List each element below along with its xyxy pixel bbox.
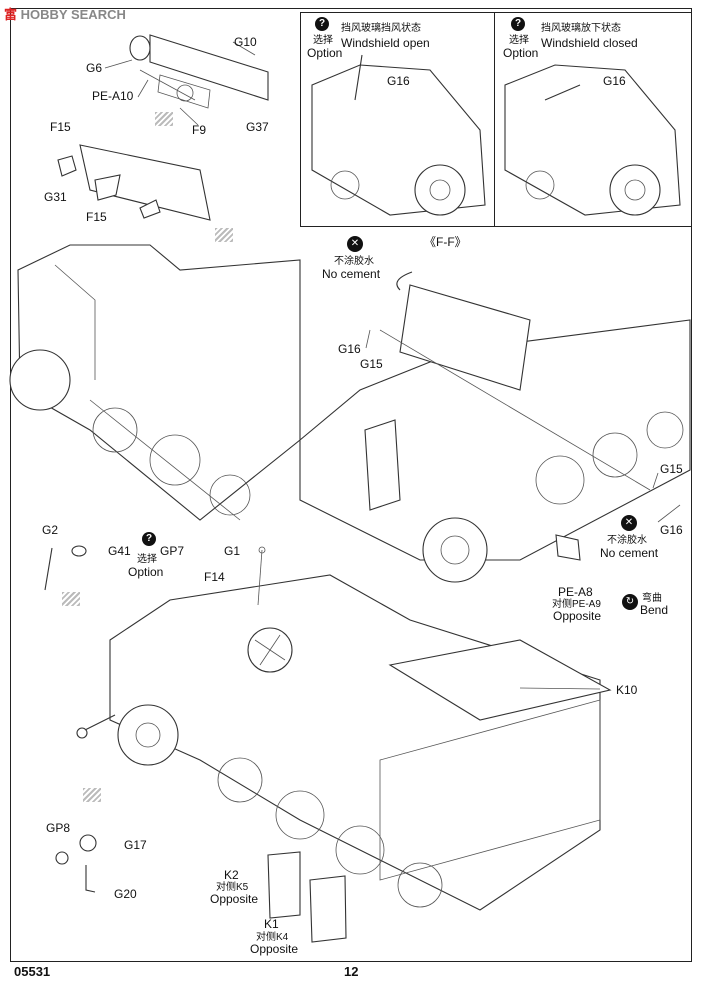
label-pe-a10: PE-A10: [92, 89, 134, 103]
opposite-pea9-cn: 对侧PE-A9: [552, 599, 601, 610]
direction-arrows: [83, 788, 101, 802]
label-f9: F9: [192, 123, 207, 137]
label-g17: G17: [124, 838, 147, 852]
label-gp7: GP7: [160, 544, 185, 558]
inset-part-label: G16: [603, 74, 626, 88]
no-cement-top-en: No cement: [322, 267, 381, 281]
opposite-k4-cn: 对侧K4: [256, 932, 289, 943]
no-cement-top-cn: 不涂胶水: [334, 256, 374, 267]
inset-windshield-open: ? 选择 Option 挡风玻璃挡风状态 Windshield open G16: [300, 12, 495, 227]
label-pe-a8: PE-A8: [558, 585, 593, 599]
inset-title-en: Windshield closed: [541, 36, 638, 50]
inset-vehicle-drawings: [311, 54, 681, 216]
watermark: 富 HOBBY SEARCH: [4, 7, 126, 22]
opposite-k5-en: Opposite: [210, 892, 259, 906]
mid-left-vehicle-drawing: [9, 244, 301, 521]
bottom-vehicle-drawing: [76, 546, 612, 943]
no-cement-icon: ✕: [621, 515, 637, 531]
kit-number: 05531: [14, 964, 51, 979]
opposite-k5-cn: 对侧K5: [216, 882, 249, 893]
label-f14: F14: [204, 570, 225, 584]
no-cement-icon: ✕: [347, 236, 363, 252]
dashboard-panel-drawing: [129, 34, 269, 109]
inset-option-cn: 选择: [313, 35, 333, 46]
inset-option-en: Option: [307, 46, 343, 60]
label-f15-bottom: F15: [86, 210, 107, 224]
label-k10: K10: [616, 683, 638, 697]
label-g15-mid: G15: [360, 357, 383, 371]
bend-cn: 弯曲: [642, 593, 662, 604]
inset-title-en: Windshield open: [341, 36, 430, 50]
label-g6: G6: [86, 61, 103, 75]
inset-part-label: G16: [387, 74, 410, 88]
label-f15-top: F15: [50, 120, 71, 134]
page-number: 12: [344, 964, 359, 979]
option-icon: ?: [315, 17, 329, 31]
opposite-k4-en: Opposite: [250, 942, 299, 956]
inset-windshield-closed: ? 选择 Option 挡风玻璃放下状态 Windshield closed G…: [494, 12, 692, 227]
label-g20: G20: [114, 887, 137, 901]
label-g16-mid: G16: [338, 342, 361, 356]
option-gp7-cn: 选择: [137, 554, 157, 565]
label-g41: G41: [108, 544, 131, 558]
bend-icon: ↻: [622, 594, 638, 610]
label-g2: G2: [42, 523, 59, 537]
label-g1: G1: [224, 544, 241, 558]
right-vehicle-drawing: [299, 271, 691, 583]
label-gp8: GP8: [46, 821, 71, 835]
inset-title-cn: 挡风玻璃挡风状态: [341, 23, 421, 34]
opposite-pea9-en: Opposite: [553, 609, 602, 623]
direction-arrows: [62, 592, 80, 606]
option-icon: ?: [511, 17, 525, 31]
option-icon: ?: [142, 532, 156, 546]
label-k1: K1: [264, 917, 279, 931]
small-parts-drawing: [44, 545, 97, 893]
direction-arrows: [155, 112, 173, 126]
page-frame: [10, 8, 692, 962]
label-g16-right: G16: [660, 523, 683, 537]
label-ff: 《F-F》: [424, 235, 467, 249]
label-g10: G10: [234, 35, 257, 49]
option-gp7-en: Option: [128, 565, 164, 579]
label-g31: G31: [44, 190, 67, 204]
inset-option-cn: 选择: [509, 35, 529, 46]
label-g15-right: G15: [660, 462, 683, 476]
inset-option-en: Option: [503, 46, 539, 60]
label-g37: G37: [246, 120, 269, 134]
leader-lines: [104, 41, 681, 690]
inset-title-cn: 挡风玻璃放下状态: [541, 23, 621, 34]
floor-plate-drawing: [57, 144, 211, 221]
label-k2: K2: [224, 868, 239, 882]
no-cement-right-en: No cement: [600, 546, 659, 560]
direction-arrows: [215, 228, 233, 242]
no-cement-right-cn: 不涂胶水: [607, 535, 647, 546]
bend-en: Bend: [640, 603, 669, 617]
